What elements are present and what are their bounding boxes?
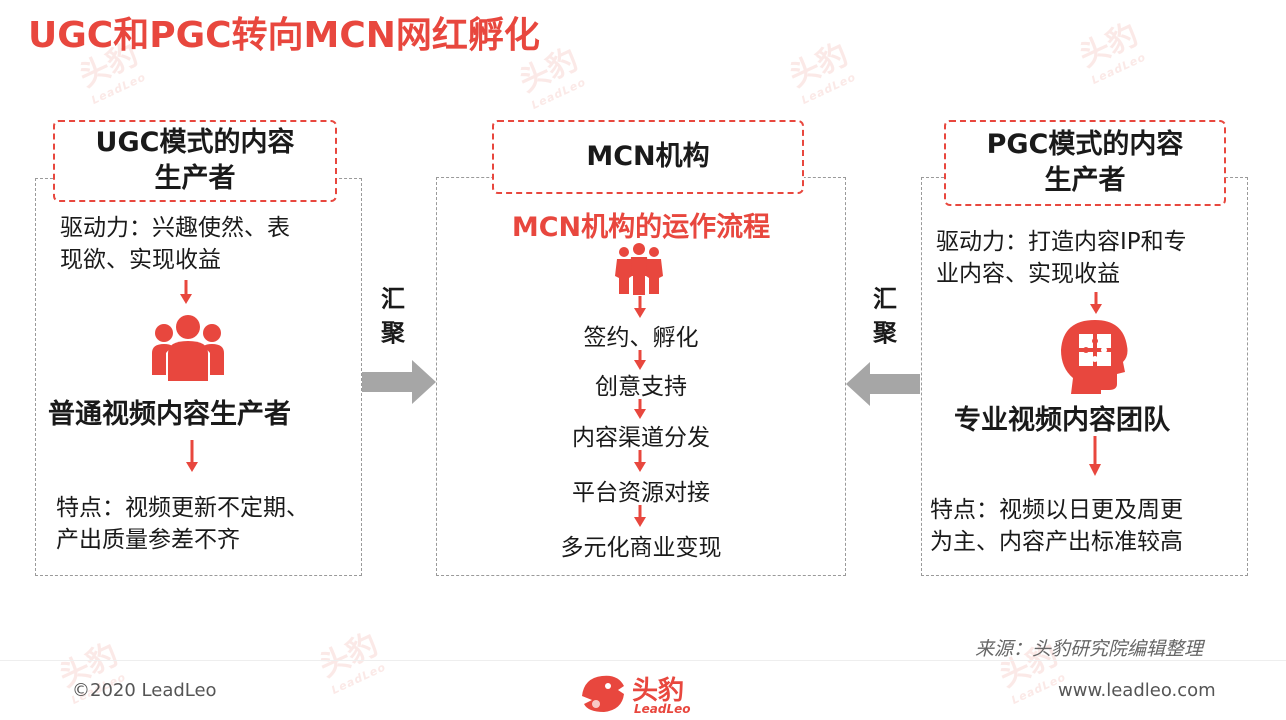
pgc-feature-text: 特点：视频以日更及周更 为主、内容产出标准较高 [930,497,1183,555]
ugc-header: UGC模式的内容 生产者 [53,120,337,202]
mcn-header: MCN机构 [492,120,804,194]
ugc-drive-text: 驱动力：兴趣使然、表 现欲、实现收益 [60,215,290,273]
converge-label-right: 汇 聚 [873,285,897,347]
leopard-logo-icon [582,675,624,712]
pgc-header-line1: PGC模式的内容 [986,129,1184,160]
down-arrow [634,350,646,370]
ugc-feature-text: 特点：视频更新不定期、 产出质量参差不齐 [56,495,309,553]
pgc-header-line2: 生产者 [1044,165,1126,196]
left-arrow [846,362,920,406]
down-arrow [1090,292,1102,314]
down-arrow [634,296,646,318]
pgc-producer-label: 专业视频内容团队 [954,405,1170,436]
group-people-icon [152,315,224,381]
pgc-drive-text: 驱动力：打造内容IP和专 业内容、实现收益 [936,229,1187,287]
mcn-step: 创意支持 [595,374,687,400]
pgc-header: PGC模式的内容 生产者 [944,120,1226,206]
converge-label-left: 汇 聚 [381,285,405,347]
right-arrow [362,360,436,404]
page-title: UGC和PGC转向MCN网红孵化 [28,15,540,56]
ugc-producer-label: 普通视频内容生产者 [48,399,291,430]
head-puzzle-icon [1061,320,1128,394]
logo-subtext: LeadLeo [634,702,691,716]
mcn-step: 签约、孵化 [583,325,699,351]
team-icon [615,243,663,295]
down-arrow [1089,436,1101,476]
mcn-subtitle: MCN机构的运作流程 [511,212,771,243]
down-arrow [634,505,646,527]
website: www.leadleo.com [1058,680,1216,701]
logo: 头豹 LeadLeo [578,664,718,720]
ugc-header-line1: UGC模式的内容 [95,127,295,158]
source-note: 来源：头豹研究院编辑整理 [975,638,1204,660]
down-arrow [186,440,198,472]
down-arrow [180,280,192,304]
copyright: ©2020 LeadLeo [72,680,217,701]
logo-text: 头豹 [632,676,685,706]
down-arrow [634,399,646,419]
down-arrow [634,450,646,472]
mcn-step: 平台资源对接 [572,480,710,506]
ugc-header-line2: 生产者 [154,163,236,194]
divider [0,660,1286,661]
mcn-step: 多元化商业变现 [560,535,722,561]
mcn-step: 内容渠道分发 [572,425,710,451]
